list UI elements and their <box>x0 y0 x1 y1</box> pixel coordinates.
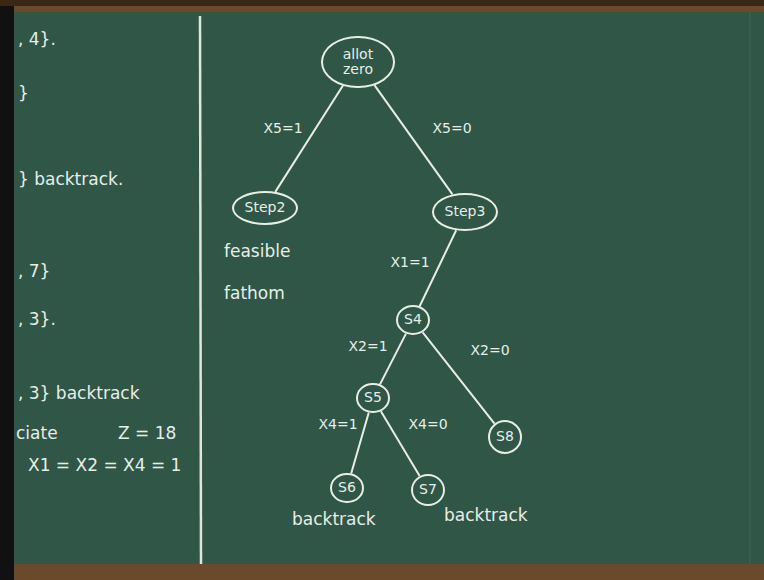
node-label: allot zero <box>335 47 381 78</box>
chalk-note: ciate <box>16 424 58 444</box>
chalk-note: } backtrack. <box>18 170 123 190</box>
chalk-note: feasible <box>224 242 290 262</box>
tree-branch <box>275 86 343 192</box>
chalk-note: Z = 18 <box>118 424 176 444</box>
tree-node-circle: S8 <box>488 420 522 454</box>
chalk-note: } <box>18 84 29 104</box>
branch-label: X2=1 <box>346 338 389 354</box>
node-label: S4 <box>404 312 422 327</box>
chalk-note: backtrack <box>444 506 528 526</box>
tree-node-circle: S6 <box>330 473 363 503</box>
chalk-note: backtrack <box>292 510 376 530</box>
branch-label: X4=1 <box>316 416 359 432</box>
branch-label: X2=0 <box>468 342 511 358</box>
branch-label: X1=1 <box>388 254 431 270</box>
chalk-note: X1 = X2 = X4 = 1 <box>28 456 181 476</box>
chalk-note: fathom <box>224 284 285 304</box>
branch-label: X5=0 <box>430 120 473 136</box>
tree-node-circle: S5 <box>356 383 389 413</box>
node-label: Step2 <box>245 200 286 215</box>
tree-branch <box>374 85 452 194</box>
chalk-note: , 4}. <box>18 30 56 50</box>
chalk-note: , 3}. <box>18 310 56 330</box>
chalk-note: , 7} <box>18 262 50 282</box>
node-label: S7 <box>419 482 437 497</box>
node-label: Step3 <box>445 204 486 219</box>
tree-node-circle: S4 <box>396 305 430 335</box>
tree-node-circle: allot zero <box>321 36 394 88</box>
node-label: S8 <box>496 429 514 444</box>
node-label: S6 <box>338 480 356 495</box>
chalk-note: , 3} backtrack <box>18 384 140 404</box>
node-label: S5 <box>364 390 382 405</box>
branch-label: X5=1 <box>261 120 304 136</box>
tree-node-circle: Step3 <box>432 193 498 231</box>
branch-label: X4=0 <box>406 416 449 432</box>
tree-node-circle: S7 <box>411 474 445 506</box>
tree-node-circle: Step2 <box>232 191 298 225</box>
